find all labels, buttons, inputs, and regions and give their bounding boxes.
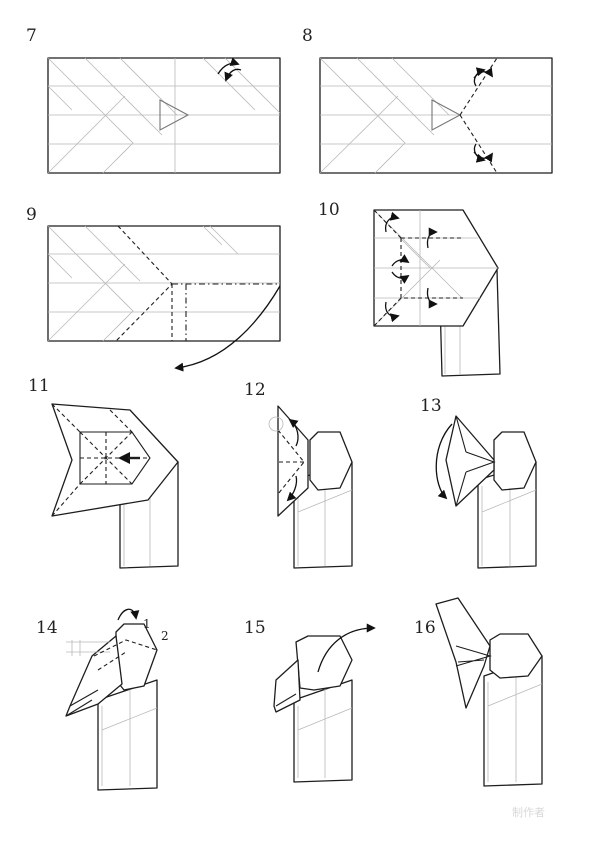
- step-14-sublabel-2: 2: [161, 629, 169, 643]
- step-15-figure: [273, 623, 376, 783]
- step-14-figure: [65, 608, 158, 791]
- step-number-10: 10: [318, 200, 340, 220]
- step-12-figure: [268, 405, 353, 569]
- step-number-7: 7: [26, 26, 37, 46]
- step-13-figure: [435, 415, 537, 569]
- step-7-figure: [47, 57, 281, 174]
- step-16-figure: [435, 597, 543, 787]
- step-number-16: 16: [414, 618, 436, 638]
- step-9-figure: [47, 225, 281, 372]
- step-14-sublabel-1: 1: [143, 617, 151, 631]
- step-number-11: 11: [28, 376, 50, 396]
- step-number-14: 14: [36, 618, 58, 638]
- step-number-15: 15: [244, 618, 266, 638]
- step-number-13: 13: [420, 396, 442, 416]
- step-10-figure: [373, 209, 501, 377]
- watermark: 制作者: [512, 806, 545, 819]
- step-number-8: 8: [302, 26, 313, 46]
- step-number-12: 12: [244, 380, 266, 400]
- step-11-figure: [51, 403, 179, 569]
- step-number-9: 9: [26, 205, 37, 225]
- step-8-figure: [319, 57, 553, 174]
